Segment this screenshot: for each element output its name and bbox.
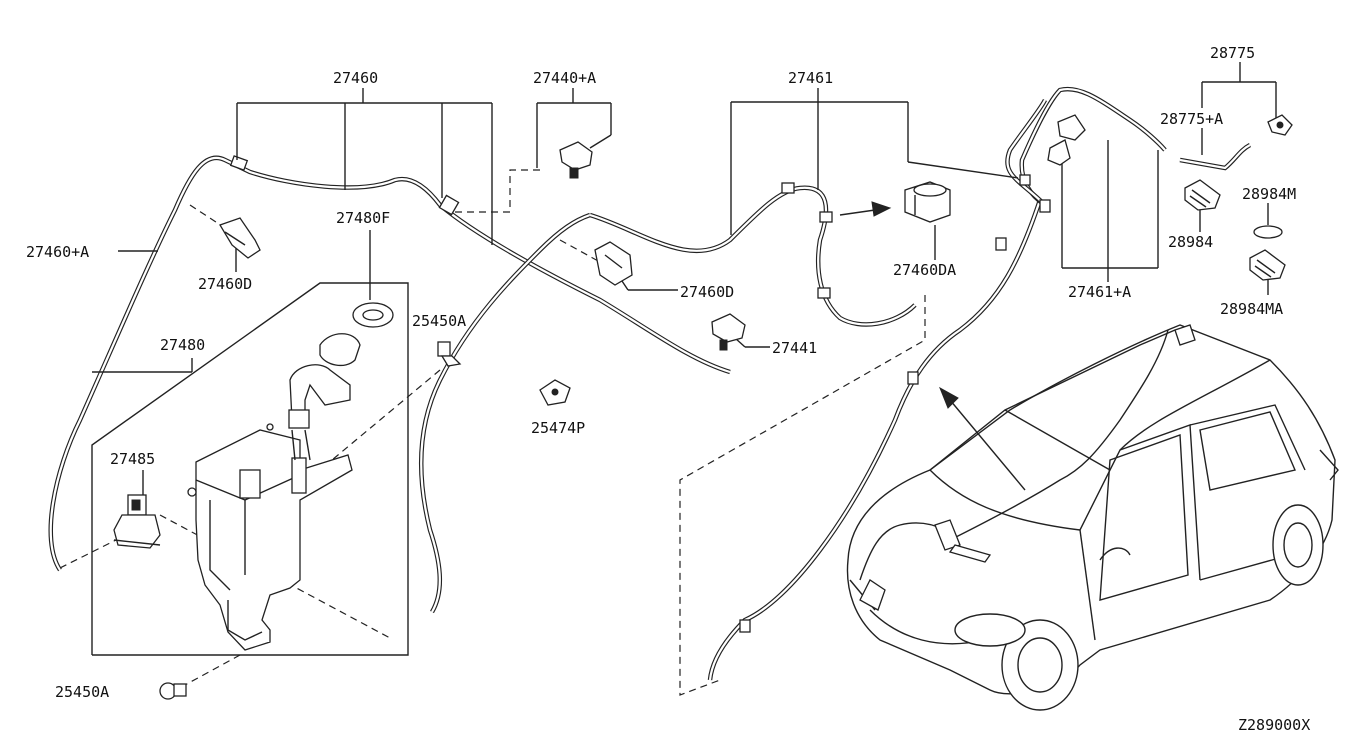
nozzle-27440a — [559, 141, 593, 179]
diagram-id: Z289000X — [1238, 716, 1310, 734]
washer-tank-27480 — [187, 423, 353, 651]
washer-pump-27485 — [113, 494, 161, 549]
rear-nozzle-27461a — [1047, 114, 1086, 166]
label-28984ma: 28984MA — [1220, 300, 1283, 318]
label-27460d-mid: 27460D — [680, 283, 734, 301]
dashed-guide-lines — [59, 169, 926, 696]
clip-27460d-left — [219, 217, 261, 259]
bolt-25450a-bottom — [159, 682, 187, 700]
washer-hose-27461 — [589, 182, 1043, 681]
label-27460a: 27460+A — [26, 243, 89, 261]
clip-27460d-mid — [594, 241, 633, 286]
label-25450a-bottom: 25450A — [55, 683, 109, 701]
label-27460da: 27460DA — [893, 261, 956, 279]
washer-hose-27460 — [48, 155, 731, 614]
label-27480f: 27480F — [336, 209, 390, 227]
grommet-25474p — [539, 379, 571, 406]
label-27440a: 27440+A — [533, 69, 596, 87]
direction-arrow — [839, 201, 892, 217]
label-27441: 27441 — [772, 339, 817, 357]
label-28984: 28984 — [1168, 233, 1213, 251]
label-28775: 28775 — [1210, 44, 1255, 62]
filler-neck-27480f — [288, 302, 394, 461]
washer-hose-rear — [1005, 86, 1252, 213]
vehicle-direction-arrow — [939, 386, 1026, 491]
label-27460: 27460 — [333, 69, 378, 87]
rear-nozzle-28775 — [1267, 114, 1293, 136]
label-27461a: 27461+A — [1068, 283, 1131, 301]
nozzle-27441 — [711, 313, 746, 351]
part-labels: 27460 27440+A 27461 28775 28775+A 28984M… — [26, 44, 1310, 734]
label-28775a: 28775+A — [1160, 110, 1223, 128]
seal-28984m — [1253, 225, 1283, 239]
label-28984m: 28984M — [1242, 185, 1296, 203]
label-25450a-top: 25450A — [412, 312, 466, 330]
gasket-28984 — [1184, 179, 1221, 211]
gasket-28984ma — [1249, 249, 1286, 281]
vehicle-illustration — [846, 324, 1339, 711]
label-27461: 27461 — [788, 69, 833, 87]
leader-lines — [92, 62, 1277, 500]
bolt-25450a-top — [437, 341, 462, 367]
label-27480: 27480 — [160, 336, 205, 354]
connector-27460da — [904, 181, 951, 223]
reservoir-assembly-frame — [91, 282, 409, 656]
label-27485: 27485 — [110, 450, 155, 468]
label-27460d-left: 27460D — [198, 275, 252, 293]
label-25474p: 25474P — [531, 419, 585, 437]
